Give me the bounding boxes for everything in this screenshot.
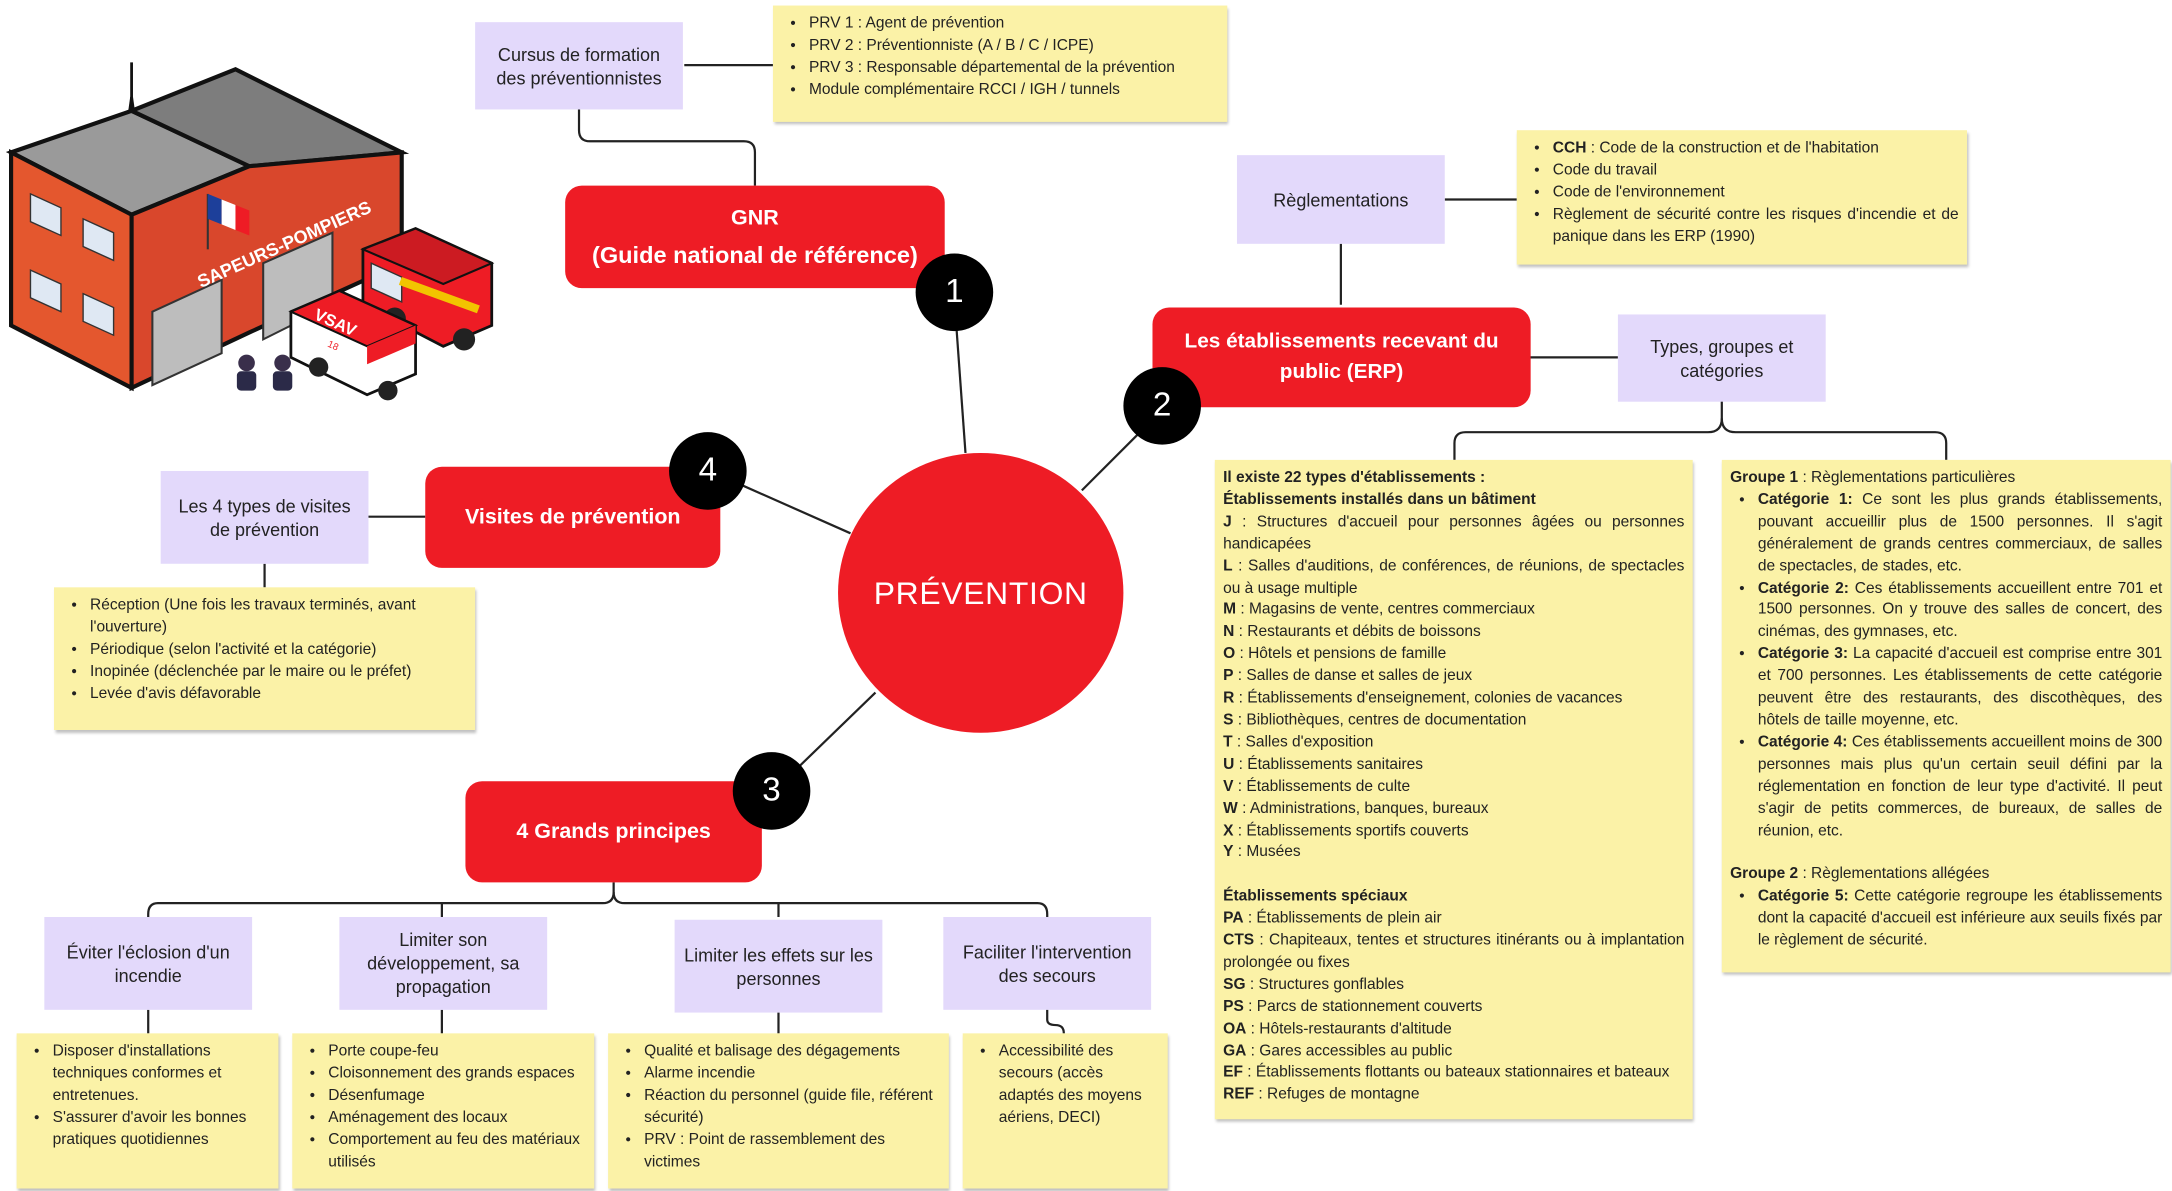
gnr-subtitle: (Guide national de référence) (591, 242, 918, 269)
gnr-title: GNR (731, 206, 779, 230)
list-item: Porte coupe-feu (328, 1042, 586, 1064)
fire-station-illustration: SAPEURS-POMPIERS VSAV 18 (5, 62, 495, 401)
list-item: Qualité et balisage des dégagements (644, 1042, 940, 1064)
list-item: PRV : Point de rassemblement des victime… (644, 1130, 940, 1174)
category-item: Catégorie 2: Ces établissements accueill… (1758, 578, 2162, 644)
type-entry: U : Établissements sanitaires (1223, 756, 1423, 773)
category-item: Catégorie 4: Ces établissements accueill… (1758, 733, 2163, 843)
principe-2-note: Porte coupe-feu Cloisonnement des grands… (292, 1033, 595, 1189)
cursus-items-note: PRV 1 : Agent de prévention PRV 2 : Prév… (772, 5, 1228, 122)
groupe2-list: Catégorie 5: Cette catégorie regroupe le… (1722, 887, 2171, 953)
type-entry: CTS : Chapiteaux, tentes et structures i… (1223, 932, 1685, 971)
visites-number-badge: 4 (669, 432, 747, 510)
batiment-heading: Établissements installés dans un bâtimen… (1223, 491, 1536, 509)
type-entry: R : Établissements d'enseignement, colon… (1223, 689, 1623, 707)
list-item: PRV 2 : Préventionniste (A / B / C / ICP… (809, 36, 1219, 58)
gnr-number-badge: 1 (915, 253, 994, 332)
batiment-list: J : Structures d'accueil pour personnes … (1223, 512, 1684, 865)
erp-node: Les établissements recevant du public (E… (1152, 307, 1531, 408)
flag-icon (206, 193, 250, 250)
type-entry: REF : Refuges de montagne (1223, 1086, 1420, 1104)
list-item: Comportement au feu des matériaux utilis… (328, 1130, 586, 1174)
type-entry: S : Bibliothèques, centres de documentat… (1223, 711, 1527, 729)
type-entry: T : Salles d'exposition (1223, 733, 1374, 751)
category-item: Catégorie 5: Cette catégorie regroupe le… (1758, 887, 2162, 953)
principe-3-note: Qualité et balisage des dégagements Alar… (608, 1033, 949, 1189)
visites-note: Réception (Une fois les travaux terminés… (54, 587, 476, 731)
type-entry: PA : Établissements de plein air (1223, 910, 1442, 927)
groupe1-heading: Groupe 1 : Règlementations particulières (1730, 469, 2016, 487)
groupe2-heading: Groupe 2 : Règlementations allégées (1730, 866, 1990, 883)
list-item: PRV 3 : Responsable départemental de la … (809, 58, 1219, 80)
category-item: Catégorie 1: Ce sont les plus grands éta… (1758, 490, 2163, 578)
list-item: Code de l'environnement (1553, 183, 1959, 205)
list-item: Réaction du personnel (guide file, référ… (644, 1086, 940, 1130)
list-item: Aménagement des locaux (328, 1108, 586, 1130)
list-item: Code du travail (1553, 161, 1959, 183)
principe-1-note: Disposer d'installations techniques conf… (16, 1033, 279, 1189)
list-item: Périodique (selon l'activité et la catég… (90, 640, 467, 662)
category-item: Catégorie 3: La capacité d'accueil est c… (1758, 644, 2163, 732)
list-item: Levée d'avis défavorable (90, 684, 467, 706)
type-entry: O : Hôtels et pensions de famille (1223, 645, 1447, 663)
principe-4-note: Accessibilité des secours (accès adaptés… (962, 1033, 1168, 1189)
principe-2-label: Limiter son développement, sa propagatio… (339, 917, 548, 1010)
reglementations-label: Règlementations (1236, 155, 1445, 244)
types-groupes-label: Types, groupes et catégories (1617, 314, 1826, 402)
type-entry: N : Restaurants et débits de boissons (1223, 623, 1481, 641)
list-item: Règlement de sécurité contre les risques… (1553, 205, 1959, 249)
principes-node: 4 Grands principes (465, 781, 762, 883)
type-entry: X : Établissements sportifs couverts (1223, 822, 1469, 839)
type-entry: W : Administrations, banques, bureaux (1223, 800, 1489, 817)
type-entry: Y : Musées (1223, 844, 1301, 861)
center-node: PRÉVENTION (838, 452, 1124, 733)
type-entry: PS : Parcs de stationnement couverts (1223, 998, 1483, 1015)
ambulance-icon: VSAV 18 (288, 289, 419, 401)
groupe1-list: Catégorie 1: Ce sont les plus grands éta… (1722, 490, 2171, 843)
principe-3-label: Limiter les effets sur les personnes (674, 919, 883, 1013)
list-item: Cloisonnement des grands espaces (328, 1064, 586, 1086)
type-entry: OA : Hôtels-restaurants d'altitude (1223, 1020, 1452, 1038)
principe-1-label: Éviter l'éclosion d'un incendie (44, 917, 253, 1010)
list-item: Désenfumage (328, 1086, 586, 1108)
erp-number-badge: 2 (1123, 367, 1201, 445)
list-item: Alarme incendie (644, 1064, 940, 1086)
gnr-node: GNR (Guide national de référence) (565, 185, 945, 289)
list-item: CCH : Code de la construction et de l'ha… (1553, 139, 1959, 161)
list-item: Disposer d'installations techniques conf… (53, 1042, 270, 1108)
speciaux-heading: Établissements spéciaux (1223, 888, 1408, 905)
cursus-formation-label: Cursus de formation des préventionnistes (475, 22, 683, 110)
list-item: Inopinée (déclenchée par le maire ou le … (90, 662, 467, 684)
erp-types-note: Il existe 22 types d'établissements : Ét… (1214, 459, 1693, 1120)
side-vertical-marker (0, 720, 8, 1163)
type-entry: EF : Établissements flottants ou bateaux… (1223, 1064, 1670, 1082)
type-entry: L : Salles d'auditions, de conférences, … (1223, 557, 1685, 597)
list-item: S'assurer d'avoir les bonnes pratiques q… (53, 1108, 270, 1152)
list-item: Module complémentaire RCCI / IGH / tunne… (809, 80, 1219, 102)
type-entry: SG : Structures gonflables (1223, 976, 1405, 993)
types-intro: Il existe 22 types d'établissements : (1223, 469, 1486, 487)
firefighters-icon (236, 354, 293, 391)
type-entry: V : Établissements de culte (1223, 778, 1411, 795)
list-item: Réception (Une fois les travaux terminés… (90, 596, 467, 640)
reglementations-note: CCH : Code de la construction et de l'ha… (1516, 130, 1967, 265)
principes-number-badge: 3 (732, 752, 811, 830)
erp-groupes-note: Groupe 1 : Règlementations particulières… (1721, 459, 2171, 973)
type-entry: P : Salles de danse et salles de jeux (1223, 667, 1473, 685)
principe-4-label: Faciliter l'intervention des secours (943, 917, 1152, 1010)
type-entry: GA : Gares accessibles au public (1223, 1042, 1453, 1060)
list-item: Accessibilité des secours (accès adaptés… (999, 1042, 1160, 1130)
vsav-number: 18 (326, 339, 340, 353)
visites-types-label: Les 4 types de visites de prévention (160, 470, 369, 564)
list-item: PRV 1 : Agent de prévention (809, 14, 1219, 36)
type-entry: J : Structures d'accueil pour personnes … (1223, 513, 1685, 553)
type-entry: M : Magasins de vente, centres commercia… (1223, 601, 1535, 619)
